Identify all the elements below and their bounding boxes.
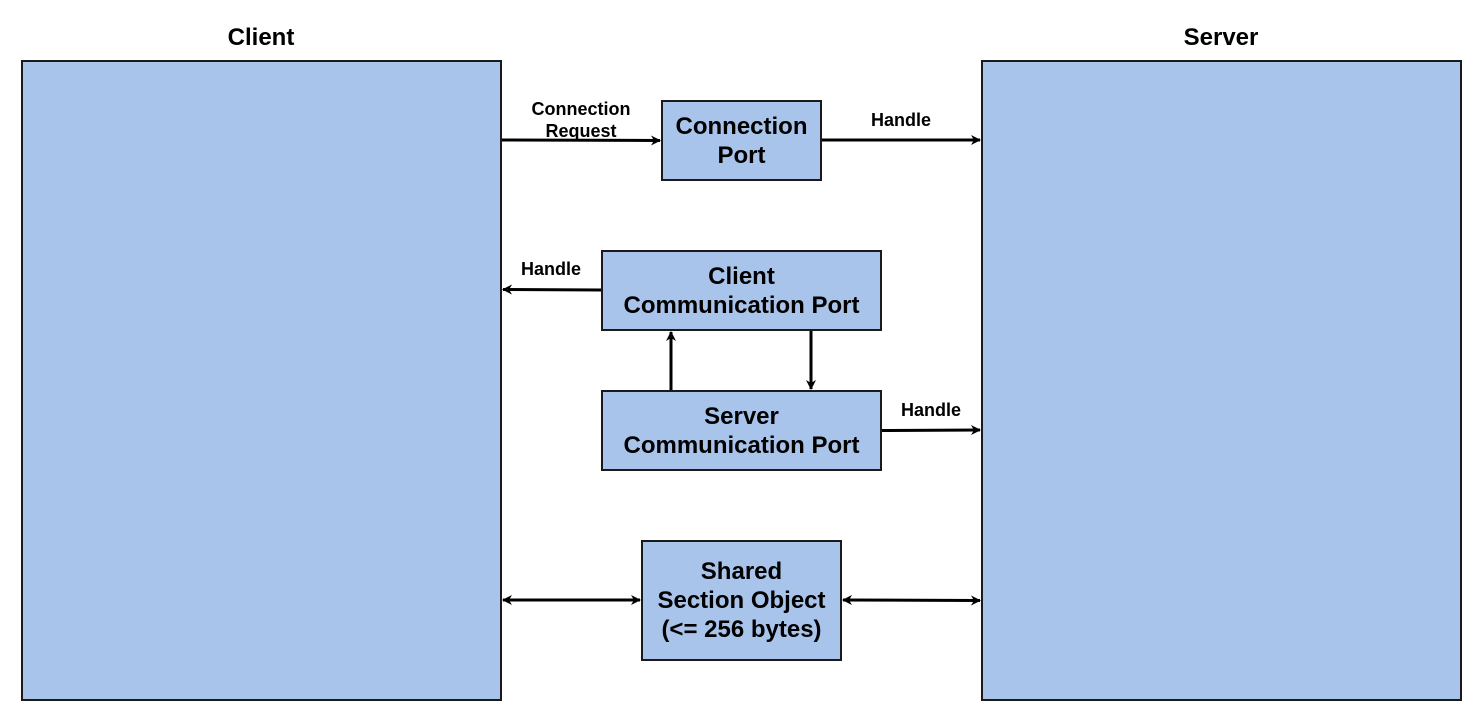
server-title: Server (1183, 24, 1259, 51)
client-title: Client (227, 24, 295, 51)
handle-label-top: Handle (870, 110, 931, 130)
connection-request-label: Connection Request (531, 99, 631, 141)
server-box (981, 60, 1462, 701)
handle-label-server: Handle (900, 400, 961, 420)
server-communication-port-node: Server Communication Port (601, 390, 882, 471)
arrow-shared-section-server (842, 595, 981, 606)
arrow-server-port-to-server (881, 425, 981, 436)
handle-label-client: Handle (520, 259, 581, 279)
client-communication-port-node: Client Communication Port (601, 250, 882, 331)
shared-section-object-node: Shared Section Object (<= 256 bytes) (641, 540, 842, 661)
connection-port-node: Connection Port (661, 100, 822, 181)
client-box (21, 60, 502, 701)
arrow-client-port-to-client (502, 284, 602, 295)
